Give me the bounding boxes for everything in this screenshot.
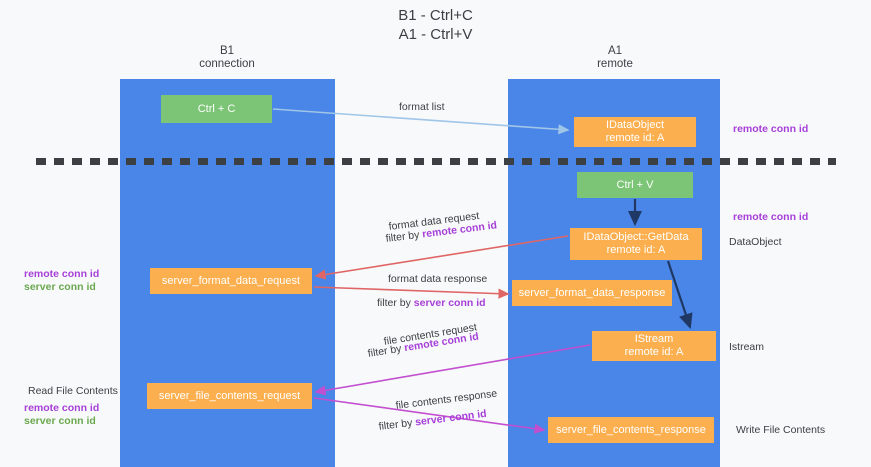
filter-key-server-conn-id: server conn id	[414, 407, 488, 429]
annotation-left-remote-conn-id-1: remote conn id	[24, 268, 100, 280]
annotation-right-write-file-contents: Write File Contents	[736, 424, 826, 436]
filter-prefix: filter by	[367, 342, 406, 360]
box-idataobject[interactable]: IDataObject remote id: A	[574, 117, 696, 147]
arrow-label-file-contents-response-filter: filter by server conn id	[378, 408, 487, 434]
box-idataobject-getdata[interactable]: IDataObject::GetData remote id: A	[570, 228, 702, 260]
annotation-left-server-conn-id-2: server conn id	[24, 415, 96, 427]
annotation-right-istream: Istream	[729, 341, 765, 353]
annotation-left-server-conn-id-1: server conn id	[24, 281, 96, 293]
box-istream[interactable]: IStream remote id: A	[592, 331, 716, 361]
annotation-left-remote-conn-id-2: remote conn id	[24, 402, 100, 414]
filter-key-server-conn-id: server conn id	[413, 297, 486, 309]
diagram-title: B1 - Ctrl+C A1 - Ctrl+V	[398, 7, 473, 43]
annotation-right-remote-conn-id-top: remote conn id	[733, 123, 809, 135]
phase-divider-dashed-line	[36, 158, 836, 165]
column-header-a1: A1 remote	[597, 45, 633, 70]
arrow-label-format-list: format list	[399, 101, 445, 113]
filter-prefix: filter by	[377, 297, 414, 309]
box-server-format-data-response[interactable]: server_format_data_response	[512, 280, 672, 306]
annotation-left-read-file-contents: Read File Contents	[28, 385, 118, 397]
annotation-right-remote-conn-id-mid: remote conn id	[733, 211, 809, 223]
arrow-label-format-data-response: format data response	[388, 273, 488, 285]
arrow-label-format-data-response-filter: filter by server conn id	[377, 297, 486, 310]
column-header-b1: B1 connection	[199, 45, 255, 70]
box-server-file-contents-request[interactable]: server_file_contents_request	[147, 383, 312, 409]
box-ctrl-c[interactable]: Ctrl + C	[161, 95, 272, 123]
annotation-right-dataobject: DataObject	[729, 236, 782, 248]
box-server-format-data-request[interactable]: server_format_data_request	[150, 268, 312, 294]
box-ctrl-v[interactable]: Ctrl + V	[577, 172, 693, 198]
filter-prefix: filter by	[378, 416, 416, 433]
box-server-file-contents-response[interactable]: server_file_contents_response	[548, 417, 714, 443]
